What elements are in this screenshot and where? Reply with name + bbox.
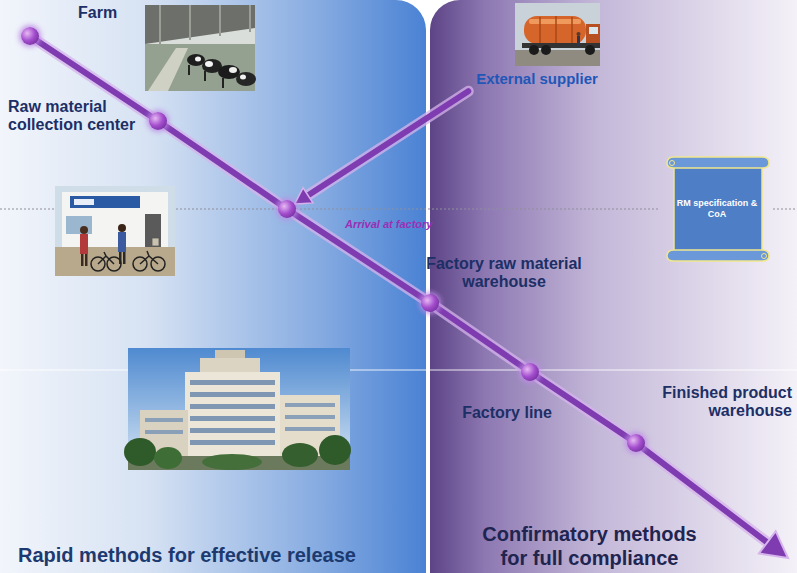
station-label-group: Factory raw material warehouse — [418, 255, 590, 292]
factory-photo — [124, 348, 351, 470]
station-label: Arrival at factory — [345, 218, 432, 231]
station-label: Factory line — [462, 404, 552, 422]
station-dot: Farm — [21, 27, 39, 45]
station-label-group: Finished product warehouse — [652, 384, 792, 421]
farm-photo — [145, 5, 256, 91]
station-label-group: Factory line — [462, 404, 552, 422]
supplier-box: External supplier — [466, 2, 608, 91]
station-label: Factory raw material warehouse — [418, 255, 590, 292]
supplier-label-group: External supplier — [466, 70, 608, 87]
region-title-group: Confirmatory methods for full compliance — [472, 522, 707, 570]
document-scroll: RM specification & CoA — [664, 153, 770, 265]
station-label-group: Raw material collection center — [8, 98, 148, 135]
region-title: Confirmatory methods for full compliance — [472, 522, 707, 570]
document-text-group: RM specification & CoA — [664, 153, 770, 265]
station-dot: Arrival at factory — [278, 200, 296, 218]
station-label-group: Farm — [78, 4, 117, 22]
station-label-group: Arrival at factory — [345, 218, 432, 231]
station-dot: Factory raw material warehouse — [421, 294, 439, 312]
station-label: Finished product warehouse — [652, 384, 792, 421]
station-dot: Factory line — [521, 363, 539, 381]
region-title-group: Rapid methods for effective release — [18, 543, 356, 567]
truck-photo — [515, 3, 600, 66]
station-dot: Finished product warehouse — [627, 434, 645, 452]
station-dot: Raw material collection center — [149, 112, 167, 130]
document-label: RM specification & CoA — [674, 198, 760, 220]
collection-center-photo — [55, 186, 175, 276]
supplier-label: External supplier — [466, 70, 608, 87]
station-label: Raw material collection center — [8, 98, 148, 135]
station-label: Farm — [78, 4, 117, 22]
region-title: Rapid methods for effective release — [18, 543, 356, 567]
